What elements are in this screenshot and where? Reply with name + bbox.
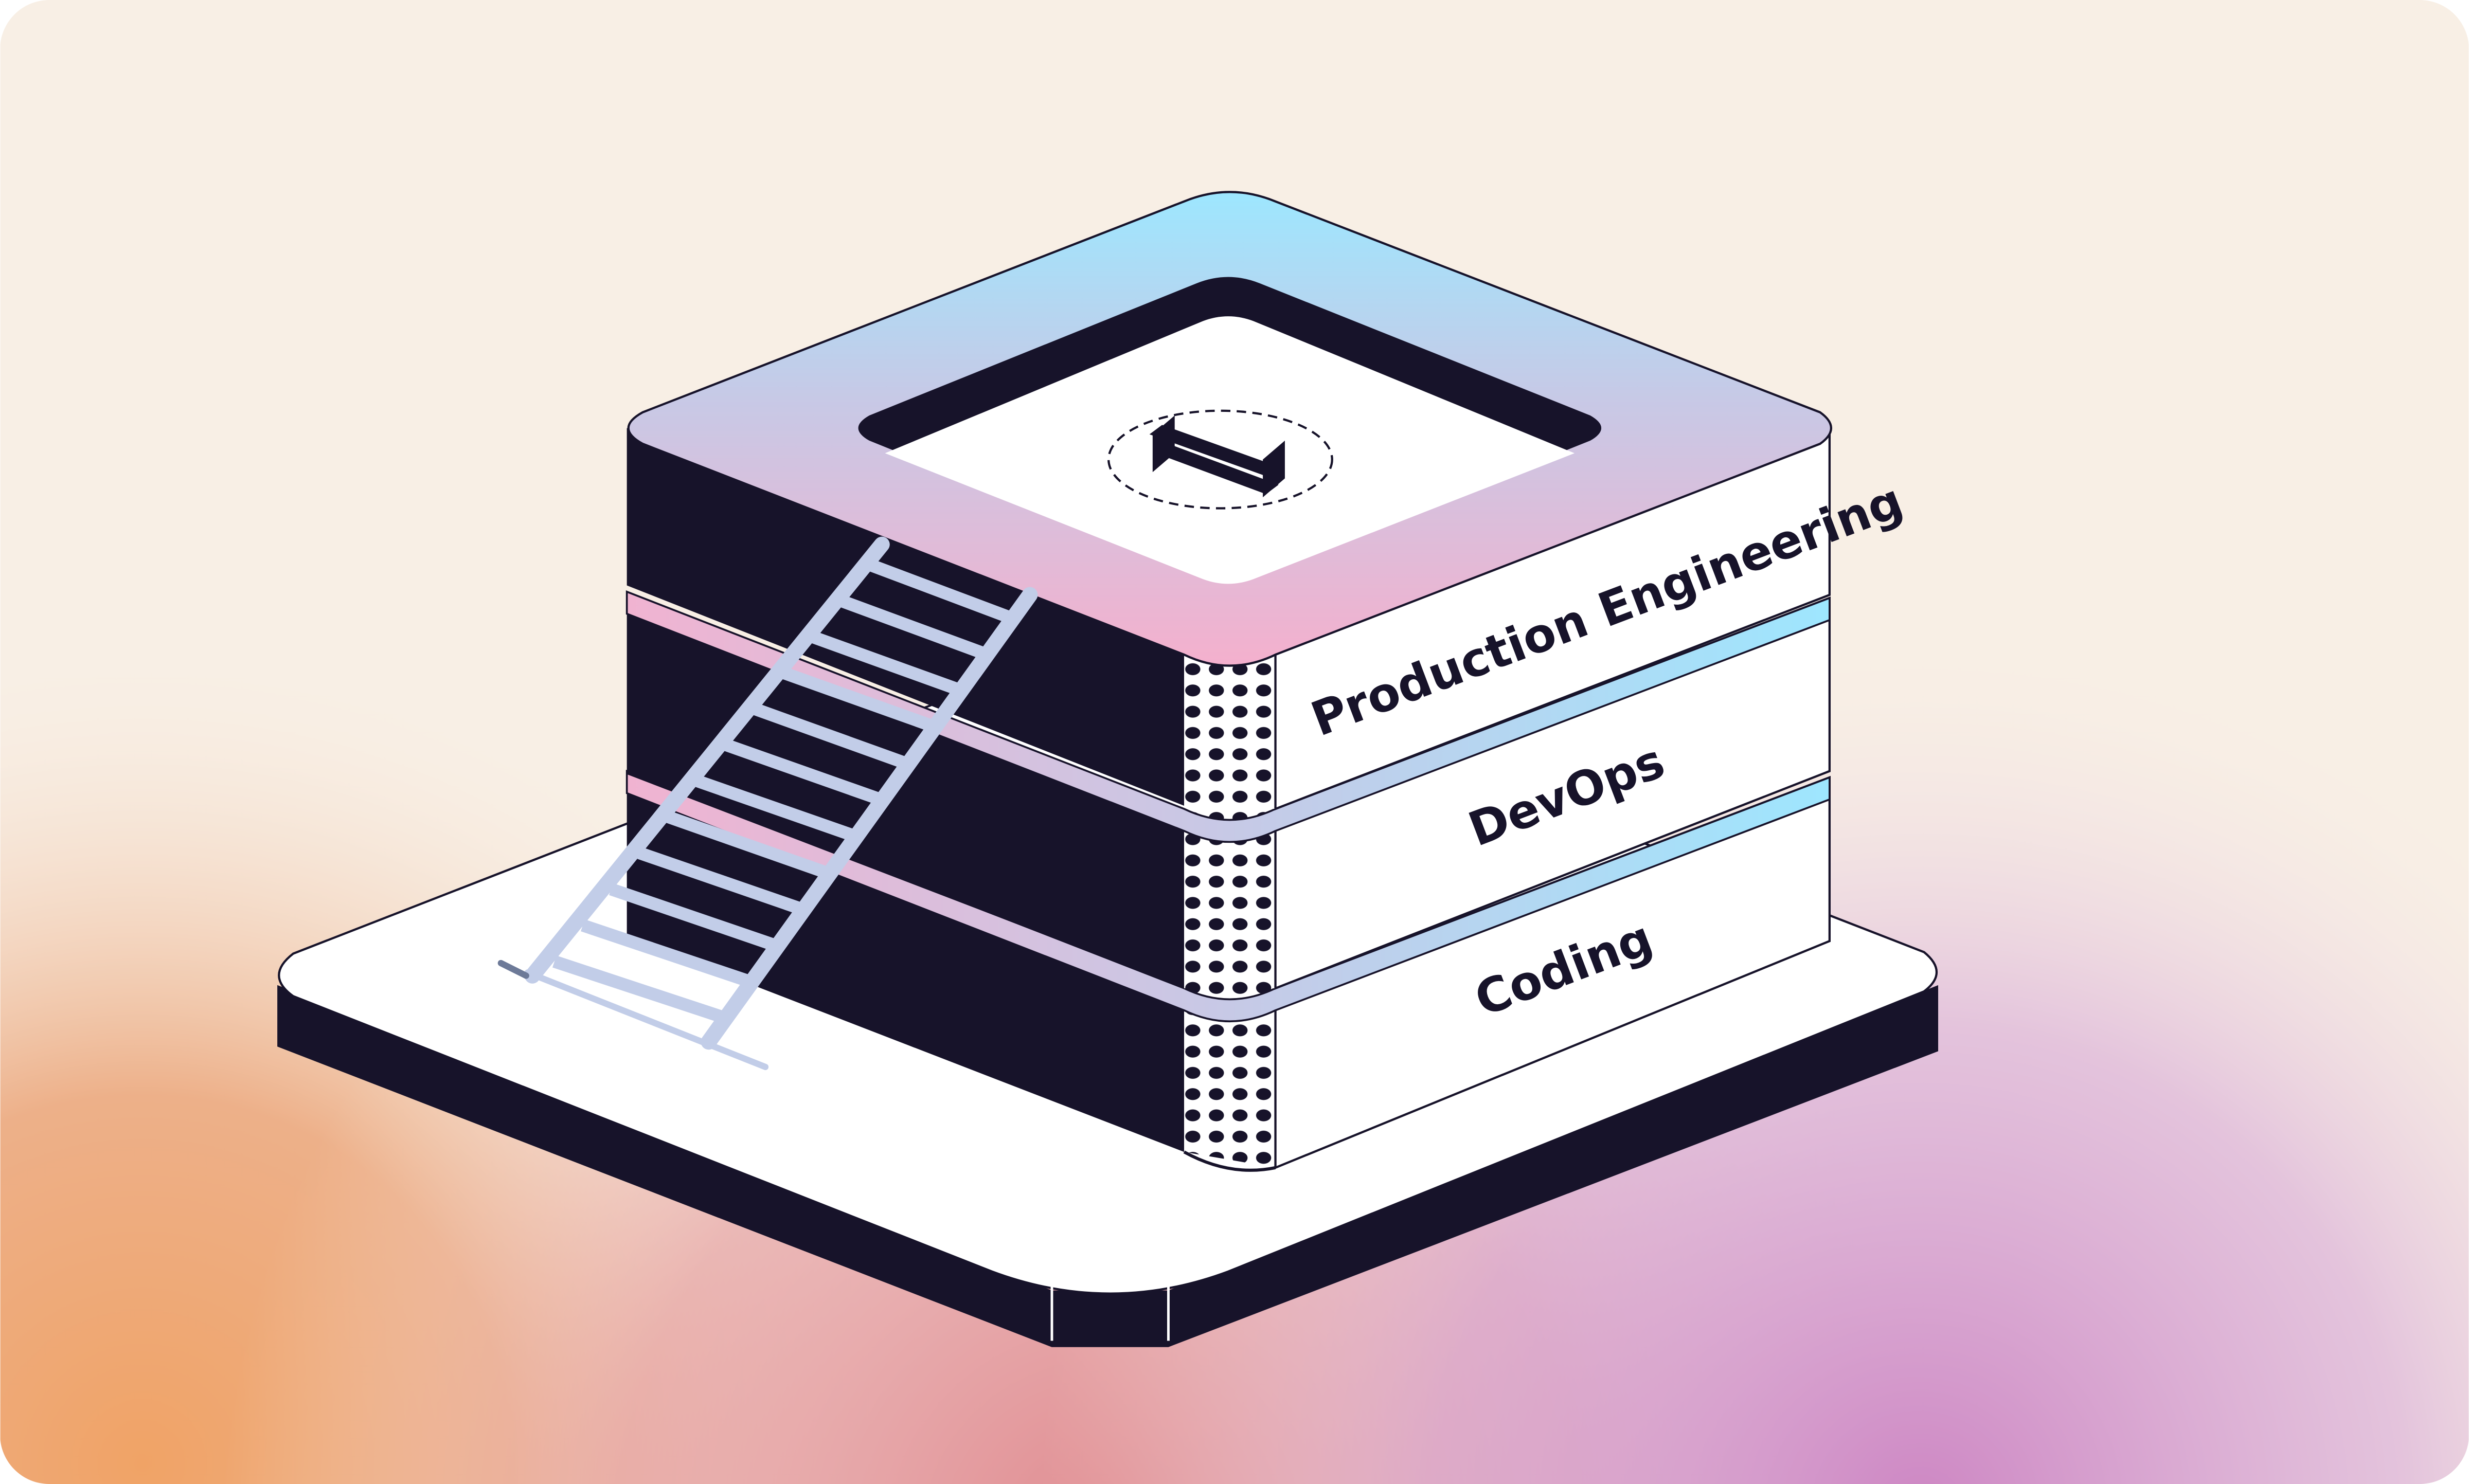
tier-devops xyxy=(625,590,1831,990)
tier-coding xyxy=(625,769,1831,1172)
stacked-arrows-logo-icon xyxy=(1107,409,1333,510)
ladder-icon xyxy=(497,536,1038,1071)
tier-production-engineering xyxy=(627,191,1833,811)
